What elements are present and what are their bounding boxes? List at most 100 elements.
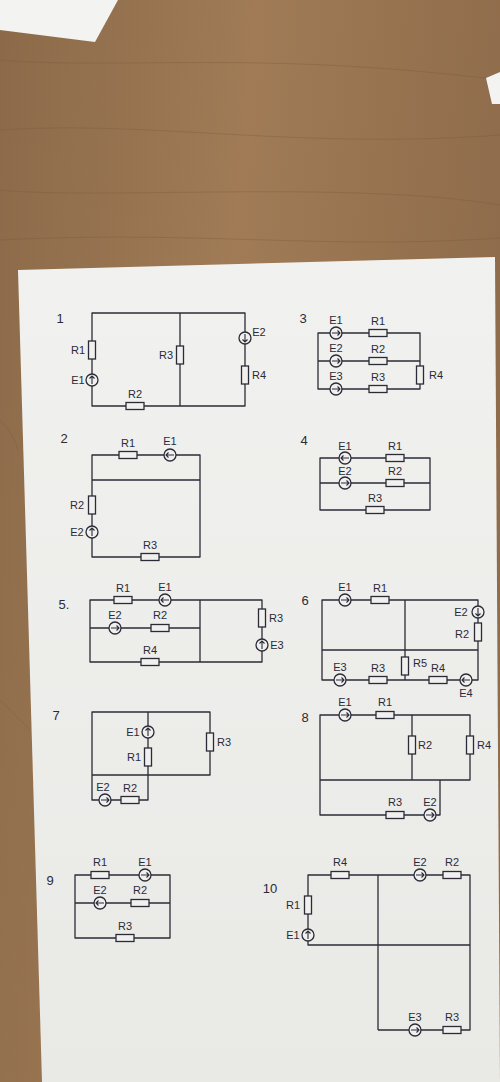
source-label: E3 [408, 1012, 421, 1023]
resistor-body [116, 935, 134, 942]
source-label: E2 [329, 343, 342, 354]
source-label: E3 [270, 640, 283, 651]
resistor-label: R3 [217, 737, 231, 748]
source-label: E2 [454, 607, 467, 618]
resistor-symbol [475, 623, 482, 641]
resistor-body [242, 366, 249, 384]
source-circle [339, 477, 351, 489]
resistor-body [177, 346, 184, 364]
resistor-body [386, 480, 404, 487]
resistor-label: R2 [445, 857, 459, 868]
resistor-label: R4 [429, 370, 443, 381]
resistor-symbol [386, 812, 404, 819]
resistor-body [475, 623, 482, 641]
source-arrow [341, 598, 349, 603]
resistor-symbol [259, 609, 266, 627]
emf-source-symbol [334, 674, 346, 686]
resistor-body [145, 748, 152, 766]
resistor-symbol [369, 386, 387, 393]
source-label: E1 [138, 857, 151, 868]
source-circle [472, 606, 484, 618]
circuit-number: 8 [301, 711, 308, 724]
source-arrow [166, 453, 174, 458]
resistor-body [467, 736, 474, 754]
source-arrow [476, 608, 481, 616]
resistor-label: R2 [388, 466, 402, 477]
resistor-symbol [119, 452, 137, 459]
resistor-body [371, 597, 389, 604]
resistor-label: R5 [413, 658, 427, 669]
source-circle [86, 526, 98, 538]
resistor-symbol [151, 625, 169, 632]
resistor-body [417, 366, 424, 384]
resistor-label: R3 [159, 350, 173, 361]
wire [308, 875, 470, 1030]
source-label: E4 [459, 688, 472, 699]
paper-sheet [18, 257, 500, 1082]
source-label: E1 [163, 436, 176, 447]
source-label: E1 [329, 315, 342, 326]
source-arrow [90, 376, 95, 384]
source-arrow [336, 678, 344, 683]
source-label: E1 [286, 930, 299, 941]
resistor-symbol [116, 935, 134, 942]
resistor-label: R1 [378, 697, 392, 708]
source-label: E2 [108, 610, 121, 621]
resistor-label: R2 [133, 885, 147, 896]
resistor-body [89, 496, 96, 514]
resistor-label: R2 [153, 610, 167, 621]
source-circle [256, 639, 268, 651]
emf-source-symbol [86, 374, 98, 386]
emf-source-symbol [414, 869, 426, 881]
resistor-symbol [369, 330, 387, 337]
resistor-symbol [386, 480, 404, 487]
emf-source-symbol [339, 594, 351, 606]
resistor-label: R3 [371, 372, 385, 383]
resistor-label: R3 [445, 1012, 459, 1023]
source-circle [460, 674, 472, 686]
resistor-label: R1 [127, 752, 141, 763]
resistor-body [386, 812, 404, 819]
resistor-body [409, 736, 416, 754]
source-label: E2 [413, 857, 426, 868]
source-circle [99, 794, 111, 806]
resistor-body [141, 659, 159, 666]
source-arrow [341, 481, 349, 486]
source-circle [239, 332, 251, 344]
source-circle [164, 449, 176, 461]
resistor-label: R2 [70, 500, 84, 511]
resistor-symbol [131, 900, 149, 907]
resistor-body [366, 507, 384, 514]
source-circle [302, 929, 314, 941]
resistor-symbol [371, 597, 389, 604]
resistor-symbol [467, 736, 474, 754]
resistor-label: R3 [118, 921, 132, 932]
source-arrow [243, 334, 248, 342]
source-label: E2 [423, 797, 436, 808]
resistor-symbol [242, 366, 249, 384]
emf-source-symbol [94, 897, 106, 909]
emf-source-symbol [239, 332, 251, 344]
circuit-number: 3 [299, 312, 306, 325]
wire [90, 600, 262, 662]
resistor-symbol [331, 872, 349, 879]
resistor-label: R2 [418, 740, 432, 751]
circuit-number: 7 [52, 709, 59, 722]
resistor-body [429, 677, 447, 684]
source-arrow [341, 713, 349, 718]
emf-source-symbol [330, 327, 342, 339]
source-arrow [101, 798, 109, 803]
source-circle [139, 869, 151, 881]
circuit-number: 6 [301, 594, 308, 607]
circuit-number: 1 [56, 312, 63, 325]
emf-source-symbol [339, 452, 351, 464]
emf-source-symbol [339, 477, 351, 489]
resistor-symbol [443, 1027, 461, 1034]
resistor-body [151, 625, 169, 632]
resistor-body [89, 341, 96, 359]
source-arrow [416, 873, 424, 878]
source-label: E2 [252, 327, 265, 338]
source-label: E3 [333, 662, 346, 673]
source-arrow [141, 873, 149, 878]
